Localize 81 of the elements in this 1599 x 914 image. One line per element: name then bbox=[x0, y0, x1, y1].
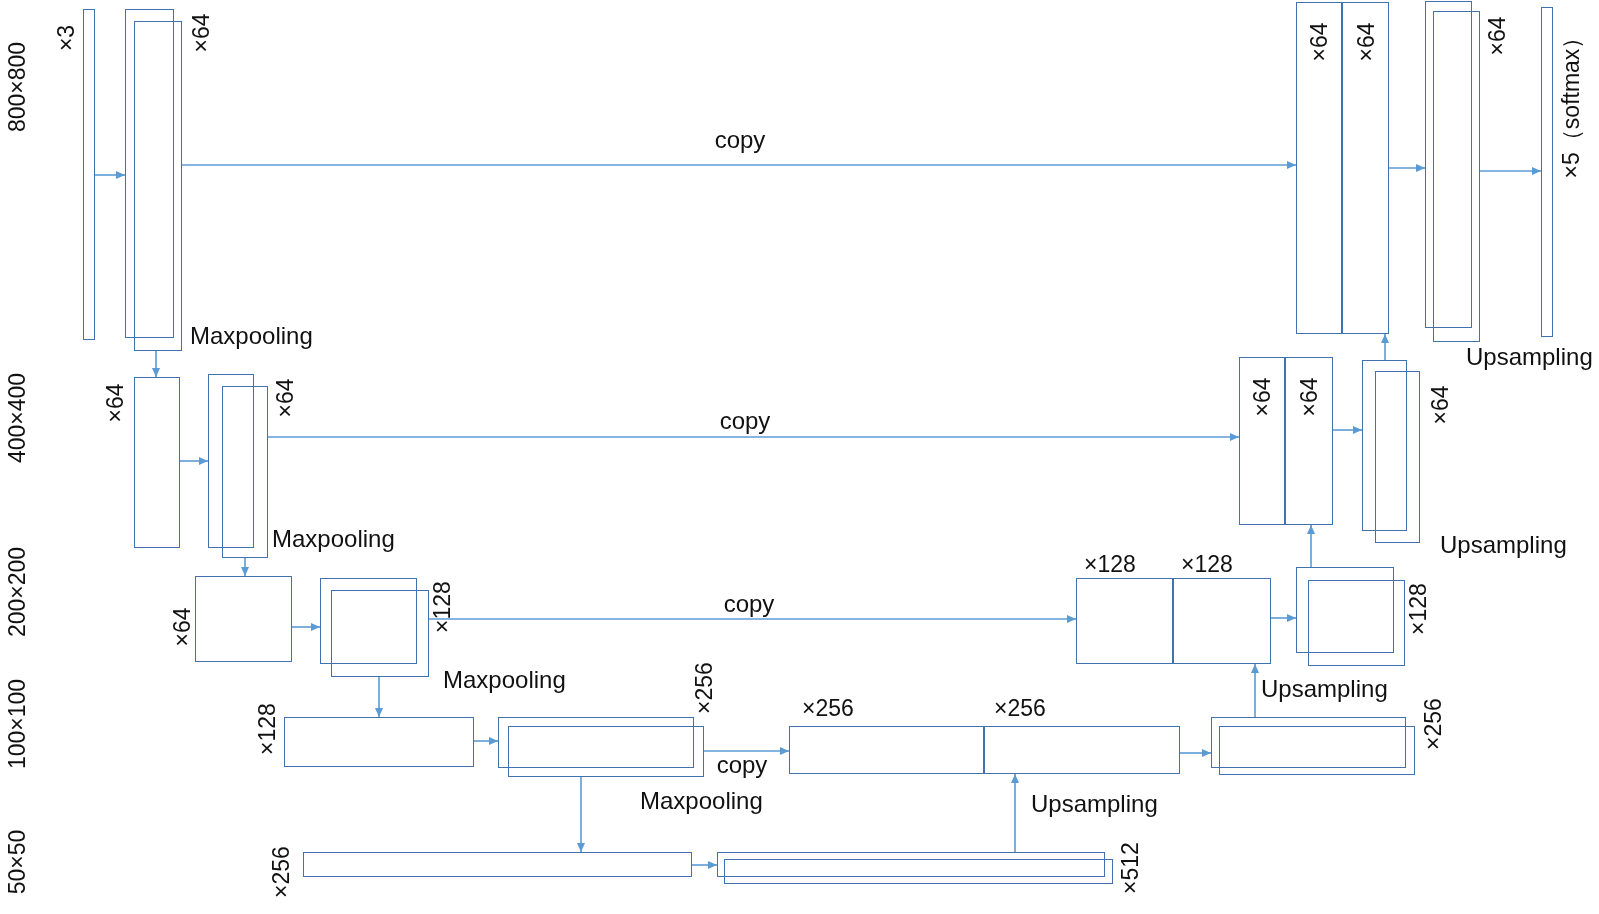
feature-map-stack bbox=[125, 9, 182, 351]
feature-map-stack bbox=[1211, 717, 1415, 775]
arrow bbox=[1270, 614, 1297, 622]
operation-label: Maxpooling bbox=[190, 324, 313, 348]
arrow bbox=[375, 676, 383, 718]
arrow bbox=[1332, 426, 1363, 434]
channel-label: ×128 bbox=[1181, 552, 1233, 576]
arrow bbox=[703, 747, 790, 755]
feature-map-stack bbox=[717, 852, 1113, 884]
operation-label: Maxpooling bbox=[640, 789, 763, 813]
feature-map-box bbox=[789, 726, 984, 774]
arrow bbox=[1479, 167, 1542, 175]
channel-label: ×256 bbox=[269, 846, 293, 898]
resolution-label: 400×400 bbox=[5, 372, 29, 464]
arrow bbox=[179, 457, 209, 465]
operation-label: Upsampling bbox=[1466, 345, 1593, 369]
channel-label: ×64 bbox=[189, 13, 213, 53]
channel-label: ×64 bbox=[1250, 377, 1274, 417]
channel-label: ×64 bbox=[170, 607, 194, 647]
feature-map-box bbox=[195, 576, 292, 662]
channel-label: ×256 bbox=[692, 662, 716, 714]
channel-label: ×128 bbox=[1406, 583, 1430, 635]
arrow bbox=[152, 350, 160, 378]
channel-label: ×64 bbox=[1297, 377, 1321, 417]
channel-label: ×256 bbox=[1421, 698, 1445, 750]
channel-label: ×64 bbox=[1428, 385, 1452, 425]
feature-map-stack bbox=[498, 717, 704, 777]
arrow bbox=[428, 615, 1077, 623]
channel-label: ×3 bbox=[54, 24, 78, 52]
arrow bbox=[473, 737, 499, 745]
resolution-label: 800×800 bbox=[5, 41, 29, 133]
channel-label: ×256 bbox=[802, 696, 854, 720]
feature-map-box bbox=[1076, 578, 1173, 664]
feature-map-stack bbox=[1425, 1, 1480, 342]
feature-map-box bbox=[1239, 357, 1285, 525]
operation-label: Upsampling bbox=[1261, 677, 1388, 701]
operation-label: Maxpooling bbox=[272, 527, 395, 551]
feature-map-box bbox=[1296, 2, 1342, 334]
arrow bbox=[181, 161, 1297, 169]
channel-label: ×128 bbox=[1084, 552, 1136, 576]
resolution-label: 100×100 bbox=[5, 678, 29, 770]
channel-label: ×128 bbox=[430, 581, 454, 633]
arrow bbox=[1251, 663, 1259, 718]
feature-map-box bbox=[1541, 7, 1553, 337]
arrow bbox=[1307, 524, 1315, 568]
channel-label: ×512 bbox=[1118, 842, 1142, 894]
channel-label: ×64 bbox=[1485, 16, 1509, 56]
feature-map-stack bbox=[1296, 567, 1405, 666]
resolution-label: 200×200 bbox=[5, 546, 29, 638]
feature-map-box bbox=[303, 852, 692, 877]
arrow bbox=[291, 623, 321, 631]
arrow bbox=[1179, 749, 1212, 757]
channel-label: ×64 bbox=[1354, 22, 1377, 62]
feature-map-box bbox=[284, 717, 474, 767]
arrow bbox=[241, 557, 249, 577]
feature-map-box bbox=[1285, 357, 1333, 525]
arrow bbox=[94, 171, 126, 179]
feature-map-stack bbox=[320, 578, 429, 677]
channel-label: ×5（softmax） bbox=[1559, 25, 1583, 179]
operation-label: Upsampling bbox=[1031, 792, 1158, 816]
arrow bbox=[577, 776, 585, 853]
arrow bbox=[267, 433, 1240, 441]
channel-label: ×256 bbox=[994, 696, 1046, 720]
channel-label: ×64 bbox=[103, 383, 127, 423]
operation-label: Maxpooling bbox=[443, 668, 566, 692]
feature-map-box bbox=[83, 9, 95, 340]
channel-label: ×64 bbox=[273, 378, 297, 418]
feature-map-box bbox=[1173, 578, 1271, 664]
feature-map-stack bbox=[208, 374, 268, 558]
arrow bbox=[1011, 773, 1019, 853]
arrow bbox=[1388, 164, 1426, 172]
resolution-label: 50×50 bbox=[5, 829, 29, 895]
operation-label: Upsampling bbox=[1440, 533, 1567, 557]
feature-map-box bbox=[1342, 2, 1389, 334]
feature-map-box bbox=[984, 726, 1180, 774]
feature-map-stack bbox=[1362, 360, 1420, 543]
arrow bbox=[1381, 333, 1389, 361]
channel-label: ×64 bbox=[1307, 22, 1331, 62]
channel-label: ×128 bbox=[255, 703, 279, 755]
feature-map-box bbox=[134, 377, 180, 548]
arrow bbox=[691, 861, 718, 869]
